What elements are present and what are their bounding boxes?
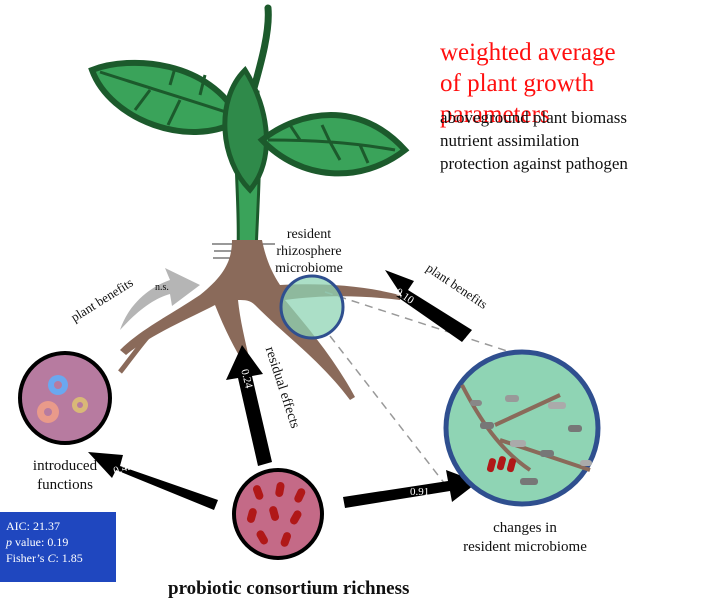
- arrow-to-benefits: [385, 270, 472, 342]
- changes-label-2: resident microbiome: [463, 539, 587, 555]
- param-biomass: aboveground plant biomass: [440, 108, 627, 127]
- zoom-probiotic-bacteria: [486, 456, 517, 473]
- title-line-2: of plant growth parameters: [440, 70, 595, 128]
- rhizosphere-circle: [279, 274, 345, 340]
- param-nutrient: nutrient assimilation: [440, 131, 580, 150]
- left-leaf-vein: [99, 67, 236, 126]
- consortium-title: probiotic consortium richness: [168, 578, 410, 599]
- arrow-to-residual: [226, 345, 272, 466]
- left-leaf: [88, 59, 244, 135]
- changes-label-1: changes in: [493, 520, 557, 536]
- aic-value: AIC: 21.37: [6, 519, 60, 533]
- resident-label-2: rhizosphere: [276, 244, 342, 259]
- ns-arrow: [120, 268, 200, 330]
- ns-label: n.s.: [155, 282, 169, 293]
- consortium-bacteria: [246, 482, 306, 547]
- zoom-line-top: [324, 291, 536, 361]
- right-leaf: [257, 112, 410, 177]
- param-pathogen: protection against pathogen: [440, 154, 628, 173]
- resident-label-1: resident: [286, 227, 332, 242]
- title-line-1: weighted average: [440, 39, 616, 66]
- microbiome-zoom-circle: [443, 349, 601, 507]
- arrow-to-changes: [343, 470, 478, 508]
- model-stats-box: AIC: 21.37 p value: 0.19 Fisher’s C: 1.8…: [0, 512, 116, 582]
- right-leaf-vein: [267, 124, 396, 164]
- p-value: p value: 0.19: [6, 535, 69, 549]
- gear-tan-hole: [77, 402, 83, 408]
- gear-pink-hole: [44, 408, 52, 416]
- arrow-to-functions: [88, 452, 218, 510]
- functions-circle: [18, 351, 112, 445]
- gear-blue-hole: [54, 381, 62, 389]
- root-branch-left: [118, 317, 167, 374]
- resident-label-3: microbiome: [275, 261, 343, 276]
- introduced-label-1: introduced: [32, 458, 98, 474]
- back-leaf: [222, 66, 269, 194]
- coef-to-changes: 0.91: [410, 486, 430, 498]
- resident-bacteria: [470, 395, 592, 485]
- zoom-line-bottom: [329, 335, 449, 489]
- introduced-label-2: functions: [37, 477, 93, 493]
- root-system: [120, 240, 400, 400]
- fisher-c-value: Fisher’s C: 1.85: [6, 551, 83, 565]
